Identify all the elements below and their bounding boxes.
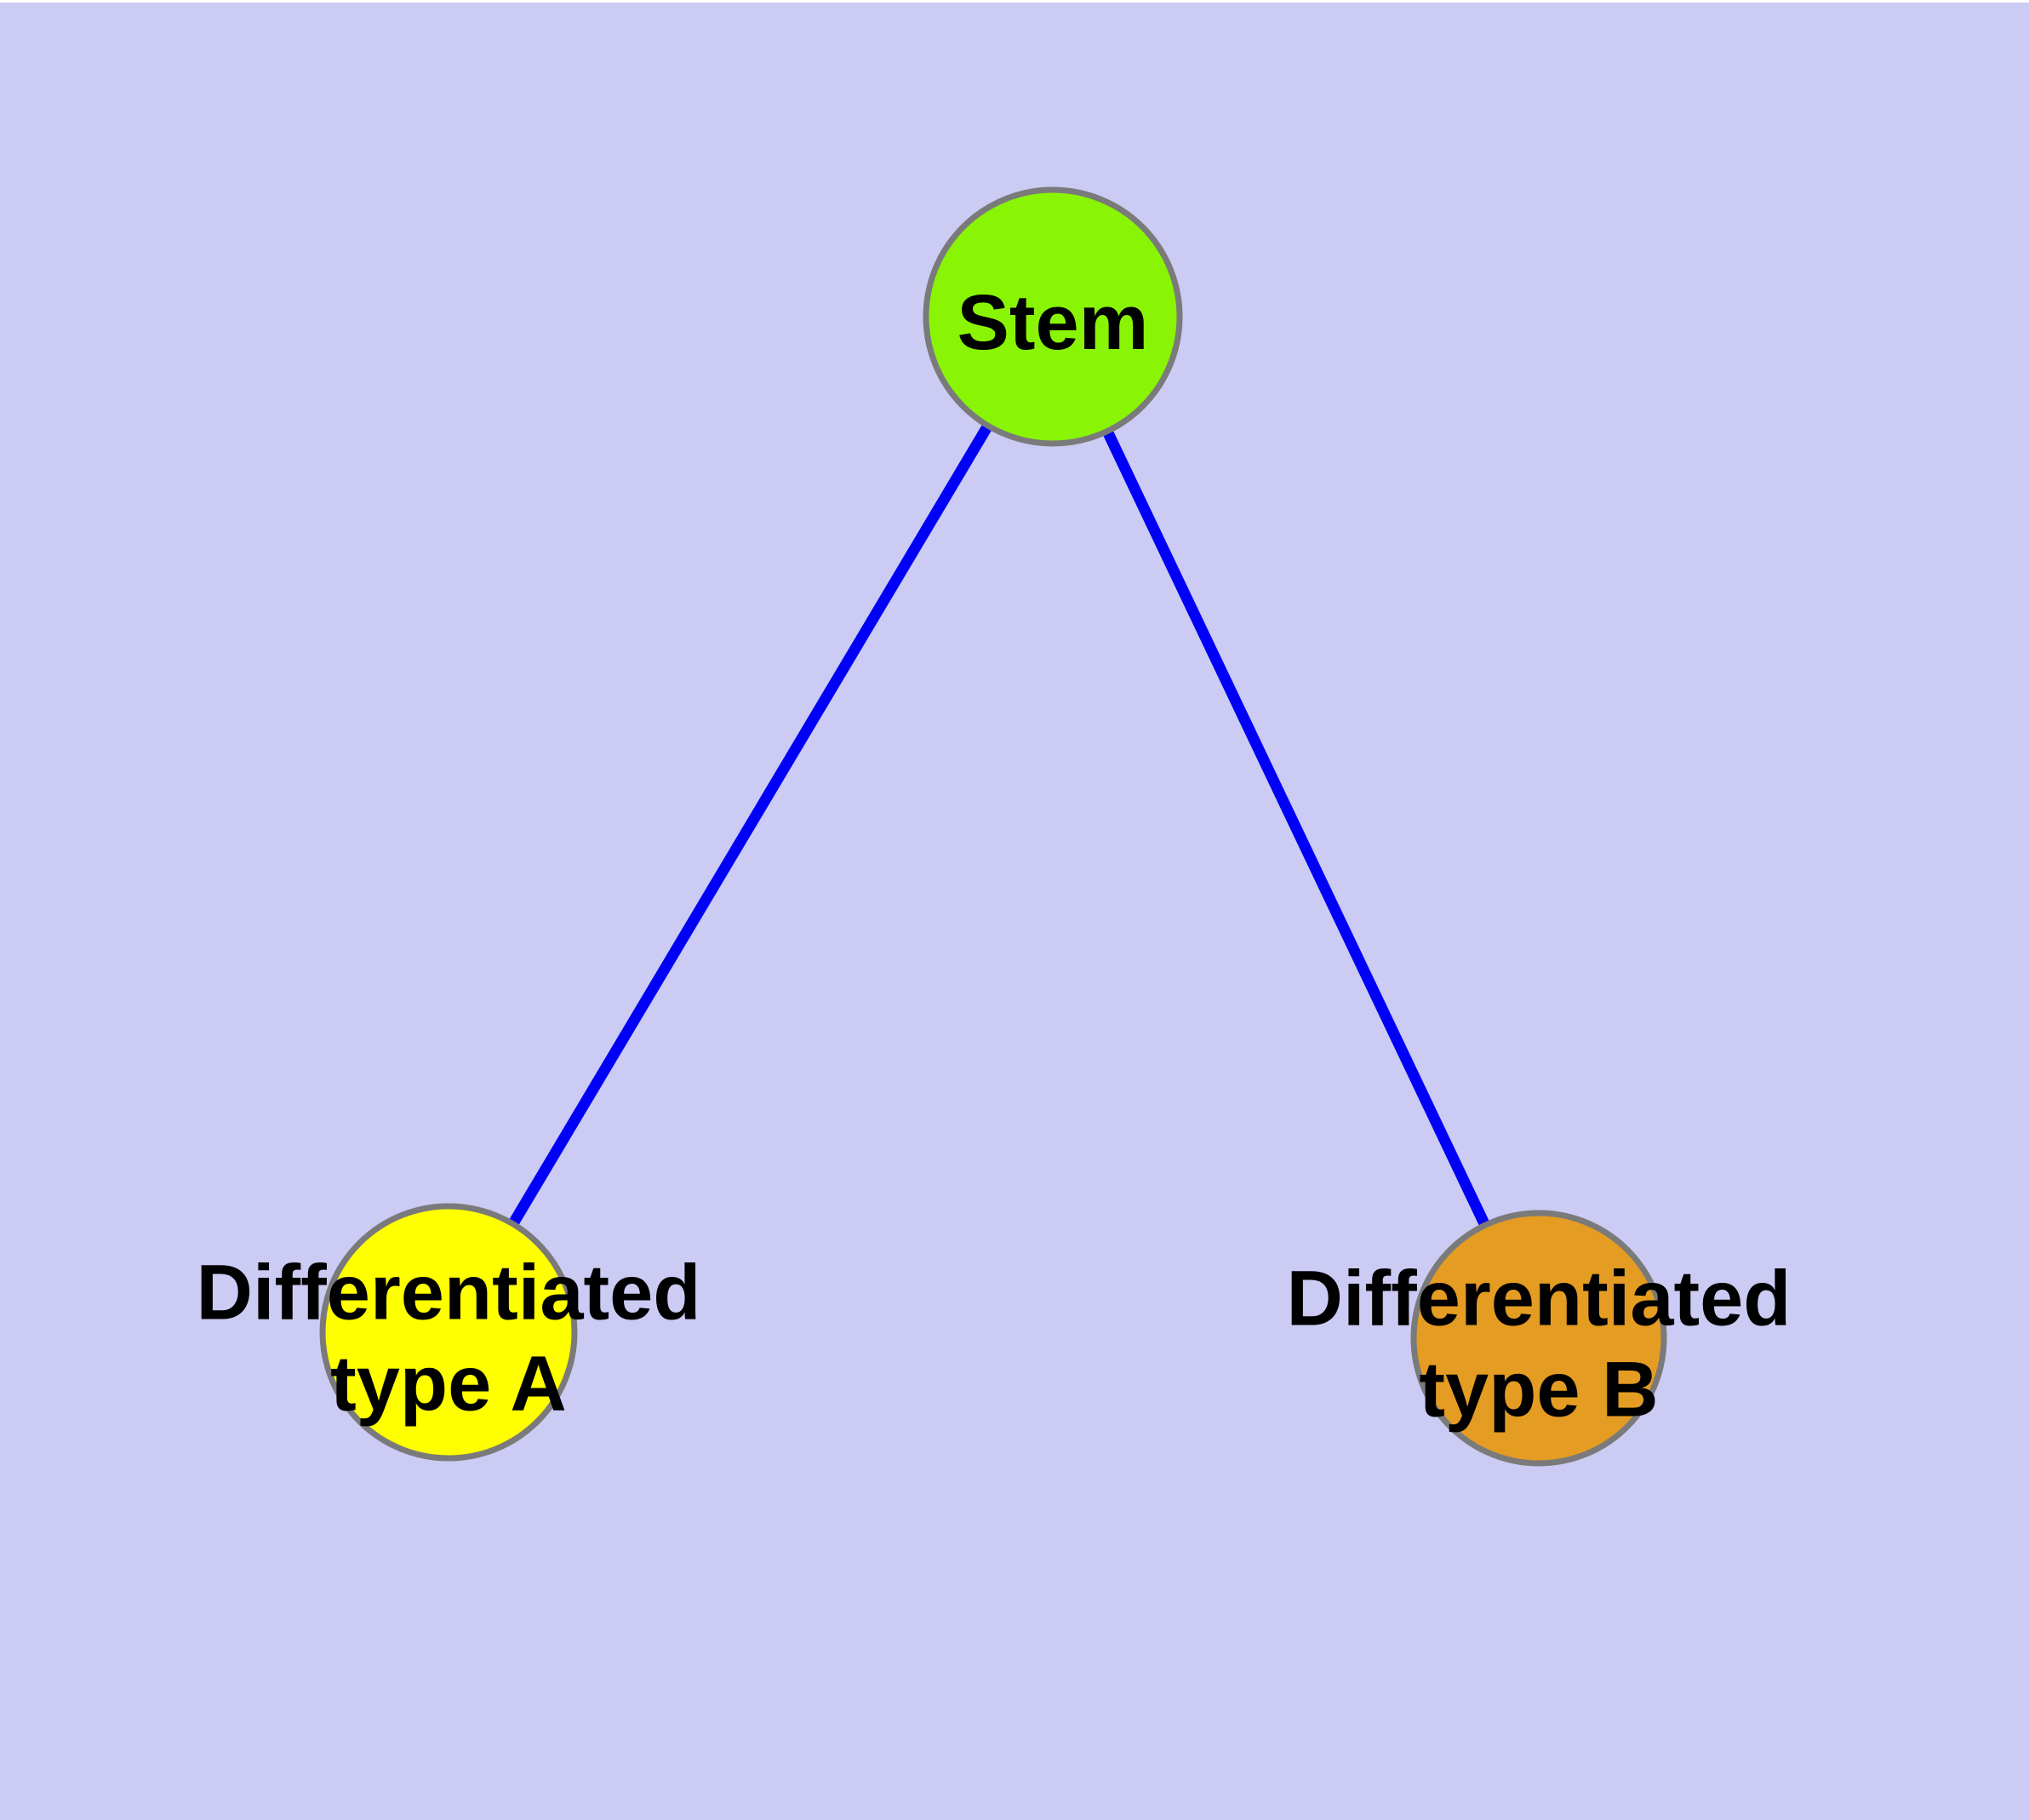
node-differentiated-type-a-circle: [319, 1203, 578, 1462]
node-differentiated-type-b-circle: [1410, 1210, 1667, 1467]
node-stem-circle: [923, 186, 1183, 447]
node-stem-label-line-1: Stem: [957, 279, 1149, 366]
edge-stem-differentiated-type-a: [443, 313, 1058, 1336]
node-differentiated-type-a-label-line-1: Differentiated: [197, 1250, 701, 1336]
node-differentiated-type-b-label-line-2: type B: [1419, 1347, 1658, 1434]
node-differentiated-type-a-label-line-2: type A: [330, 1341, 567, 1428]
node-differentiated-type-b-label-line-1: Differentiated: [1287, 1256, 1792, 1342]
edge-stem-differentiated-type-b: [1048, 314, 1544, 1341]
node-stem-label: Stem: [957, 279, 1149, 366]
